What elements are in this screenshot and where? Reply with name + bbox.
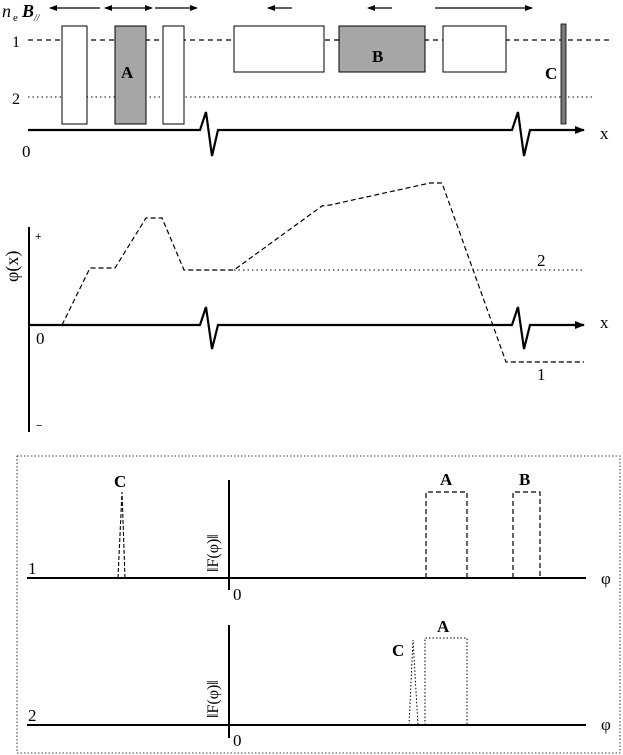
region-b-label: B xyxy=(372,47,383,66)
phase-x-axis xyxy=(29,306,585,350)
curve-2-label: 2 xyxy=(537,251,546,270)
b-parallel-label: B xyxy=(21,1,34,21)
region-b-box xyxy=(338,25,426,73)
peak-a xyxy=(425,491,468,578)
phase-x-label: x xyxy=(600,313,609,332)
minus-sign: − xyxy=(36,420,42,432)
level-2-label: 2 xyxy=(12,91,20,108)
curve-1-label: 1 xyxy=(537,365,546,384)
level-1-label: 1 xyxy=(12,34,20,51)
spectrum-1-ylabel: ‖F(φ)‖ xyxy=(205,534,222,572)
spectrum-2-ylabel: ‖F(φ)‖ xyxy=(205,680,222,718)
spectrum-2-origin: 0 xyxy=(233,731,242,750)
x-axis-label: x xyxy=(600,124,609,143)
domain-box xyxy=(442,25,507,73)
peak-a-2-label: A xyxy=(437,617,450,636)
x-axis xyxy=(28,111,585,157)
spectrum-1-index: 1 xyxy=(28,559,37,578)
peak-c-2 xyxy=(408,639,419,726)
phase-curve-1 xyxy=(61,182,584,363)
peak-b-label: B xyxy=(519,470,530,489)
ne-label: n xyxy=(2,1,11,21)
spectrum-2-index: 2 xyxy=(28,706,37,725)
peak-c-label: C xyxy=(114,472,126,491)
peak-a-2 xyxy=(424,637,468,725)
spectrum-frame xyxy=(16,455,621,754)
region-c-label: C xyxy=(545,64,557,83)
spectrum-1-origin: 0 xyxy=(233,585,242,604)
region-c-box xyxy=(560,23,567,125)
peak-a-label: A xyxy=(440,470,453,489)
spectrum-panel-1: ‖F(φ)‖ 1 0 φ C A B xyxy=(27,470,611,604)
region-a-label: A xyxy=(121,63,134,82)
phase-origin: 0 xyxy=(36,329,45,348)
peak-c xyxy=(117,491,126,579)
plus-sign: + xyxy=(35,231,41,243)
phase-panel: φ(x) + − 0 x 2 1 xyxy=(2,182,609,432)
peak-b xyxy=(512,491,541,578)
spectrum-panel-2: ‖F(φ)‖ 2 0 φ C A xyxy=(27,617,611,750)
domain-box xyxy=(162,25,185,125)
domain-box xyxy=(233,25,325,73)
top-panel: n e B // 1 2 A B C 0 x xyxy=(2,1,612,161)
spectrum-2-axis-label: φ xyxy=(601,715,611,734)
ne-subscript: e xyxy=(13,12,18,24)
region-a-box xyxy=(114,25,147,125)
origin-label: 0 xyxy=(22,142,31,161)
b-parallel-subscript: // xyxy=(33,13,41,24)
spectrum-1-axis-label: φ xyxy=(601,569,611,588)
peak-c-2-label: C xyxy=(392,641,404,660)
domain-box xyxy=(61,25,88,125)
phase-ylabel: φ(x) xyxy=(2,251,23,282)
